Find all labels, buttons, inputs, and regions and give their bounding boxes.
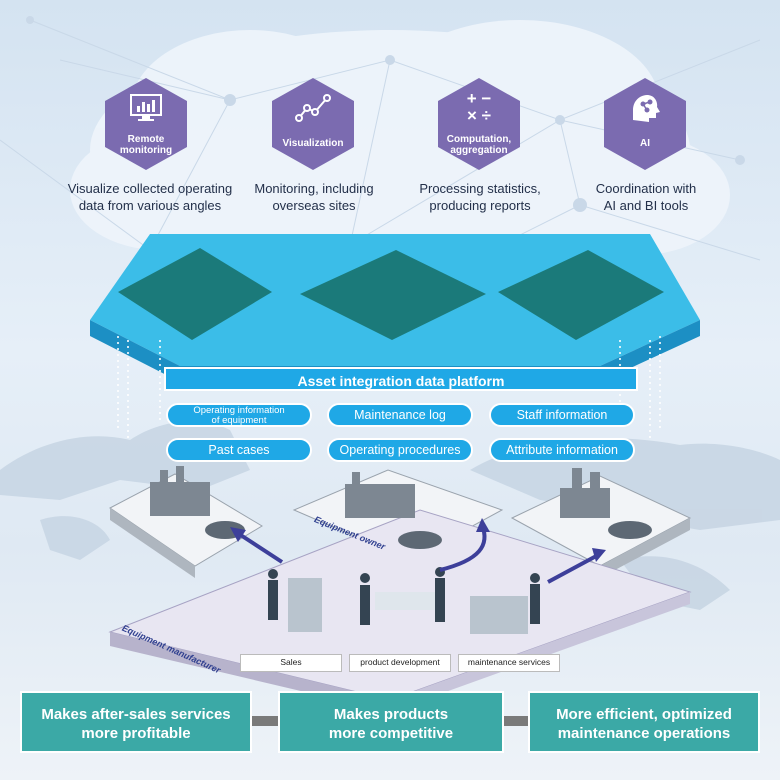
pill-operating-procedures: Operating procedures bbox=[327, 438, 473, 462]
caption-line: Visualize collected operating bbox=[67, 181, 233, 196]
pill-attribute-information: Attribute information bbox=[489, 438, 635, 462]
hexagon-visualization: Visualization bbox=[270, 76, 356, 172]
factory-buildings bbox=[150, 466, 610, 518]
factory-tile-right bbox=[498, 250, 664, 340]
pill-line: Operating information bbox=[193, 405, 285, 416]
hexagon-label: Visualization bbox=[282, 138, 344, 149]
outcome-line: More efficient, optimized bbox=[556, 706, 732, 723]
outcome-after-sales: Makes after-sales services more profitab… bbox=[20, 691, 252, 753]
role-maintenance-services: maintenance services bbox=[458, 654, 560, 672]
role-sales: Sales bbox=[240, 654, 342, 672]
pill-staff-information: Staff information bbox=[489, 403, 635, 427]
factory-tile-center bbox=[300, 250, 486, 340]
caption-line: AI and BI tools bbox=[603, 198, 689, 213]
hexagon-ai: AI bbox=[602, 76, 688, 172]
platform-title: Asset integration data platform bbox=[164, 367, 638, 391]
line-graph-icon bbox=[295, 94, 331, 122]
caption-remote-monitoring: Visualize collected operating data from … bbox=[55, 180, 245, 214]
caption-line: Processing statistics, bbox=[419, 181, 541, 196]
hexagon-label: monitoring bbox=[119, 145, 173, 156]
outcome-maintenance: More efficient, optimized maintenance op… bbox=[528, 691, 760, 753]
hexagon-computation-aggregation: + −× ÷ Computation,aggregation bbox=[436, 76, 522, 172]
hexagon-label: Computation, bbox=[446, 134, 512, 145]
outcome-line: more competitive bbox=[328, 725, 454, 742]
outcome-line: maintenance operations bbox=[557, 725, 731, 742]
hexagon-label: Remote bbox=[127, 134, 165, 145]
arithmetic-operators-icon: + −× ÷ bbox=[466, 89, 492, 125]
caption-line: data from various angles bbox=[78, 198, 222, 213]
outcome-line: Makes products bbox=[333, 706, 449, 723]
outcome-line: Makes after-sales services bbox=[41, 706, 231, 723]
caption-visualization: Monitoring, including overseas sites bbox=[219, 180, 409, 214]
pill-operating-information: Operating information of equipment bbox=[166, 403, 312, 427]
caption-line: Monitoring, including bbox=[254, 181, 374, 196]
pill-past-cases: Past cases bbox=[166, 438, 312, 462]
hexagon-label: AI bbox=[640, 138, 650, 149]
people-and-offices bbox=[268, 567, 540, 634]
outcome-products: Makes products more competitive bbox=[278, 691, 504, 753]
pill-maintenance-log: Maintenance log bbox=[327, 403, 473, 427]
outcome-line: more profitable bbox=[81, 725, 191, 742]
hexagon-label: aggregation bbox=[450, 145, 508, 156]
monitor-chart-icon bbox=[130, 94, 162, 121]
caption-computation: Processing statistics, producing reports bbox=[385, 180, 575, 214]
outcome-connector bbox=[250, 716, 280, 726]
factory-tile-left bbox=[118, 248, 272, 340]
caption-line: producing reports bbox=[429, 198, 531, 213]
caption-ai: Coordination with AI and BI tools bbox=[551, 180, 741, 214]
ai-head-icon bbox=[633, 95, 660, 122]
outcome-connector bbox=[500, 716, 530, 726]
caption-line: Coordination with bbox=[595, 181, 697, 196]
role-product-development: product development bbox=[349, 654, 451, 672]
caption-line: overseas sites bbox=[272, 198, 356, 213]
pill-line: of equipment bbox=[211, 415, 267, 426]
